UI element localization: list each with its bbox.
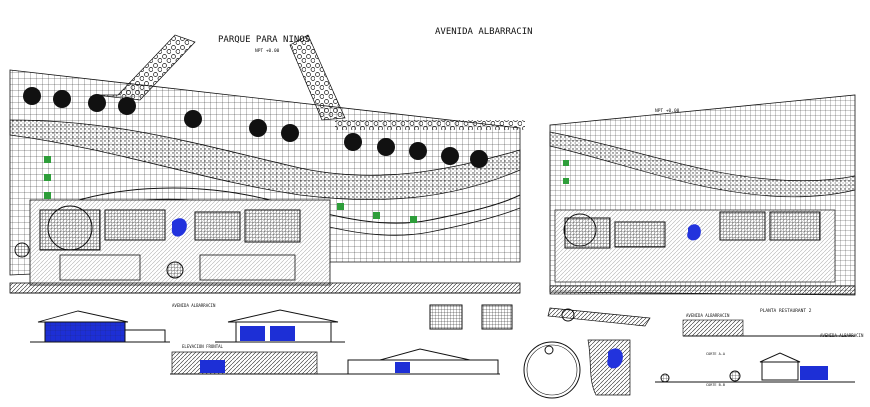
elevation-left bbox=[30, 310, 170, 343]
avenue-title: AVENIDA ALBARRACIN bbox=[435, 27, 533, 37]
pool-section-detail bbox=[587, 339, 631, 396]
avenue-side-label: AVENIDA ALBARRACIN bbox=[820, 333, 864, 338]
trees-main bbox=[14, 87, 488, 279]
elevation-lower bbox=[170, 348, 500, 375]
elevation-middle bbox=[215, 309, 345, 343]
ramp-detail bbox=[547, 307, 651, 327]
pool bbox=[171, 218, 187, 237]
main-site-plan bbox=[9, 69, 521, 294]
level-label-main: NPT +0.00 bbox=[255, 48, 280, 54]
level-label-right: NPT +0.00 bbox=[655, 108, 680, 114]
detail-square-2 bbox=[481, 304, 513, 330]
section-a-label: CORTE A-A bbox=[706, 352, 726, 356]
circular-fountain-detail bbox=[523, 341, 581, 399]
plan-restaurant-label: PLANTA RESTAURANT 2 bbox=[760, 308, 812, 314]
park-title: PARQUE PARA NINOS bbox=[218, 35, 310, 45]
avenue-label-left: AVENIDA ALBARRACIN bbox=[172, 303, 216, 308]
restaurant-site-plan bbox=[549, 94, 856, 296]
elevation-label-left: ELEVACION FRONTAL bbox=[182, 344, 224, 349]
green-planters bbox=[44, 156, 417, 223]
detail-square-1 bbox=[429, 304, 463, 330]
pool-right bbox=[687, 224, 701, 241]
avenue-label-right: AVENIDA ALBARRACIN bbox=[686, 313, 730, 318]
right-elevations bbox=[655, 319, 855, 383]
section-b-label: CORTE B-B bbox=[706, 383, 725, 387]
